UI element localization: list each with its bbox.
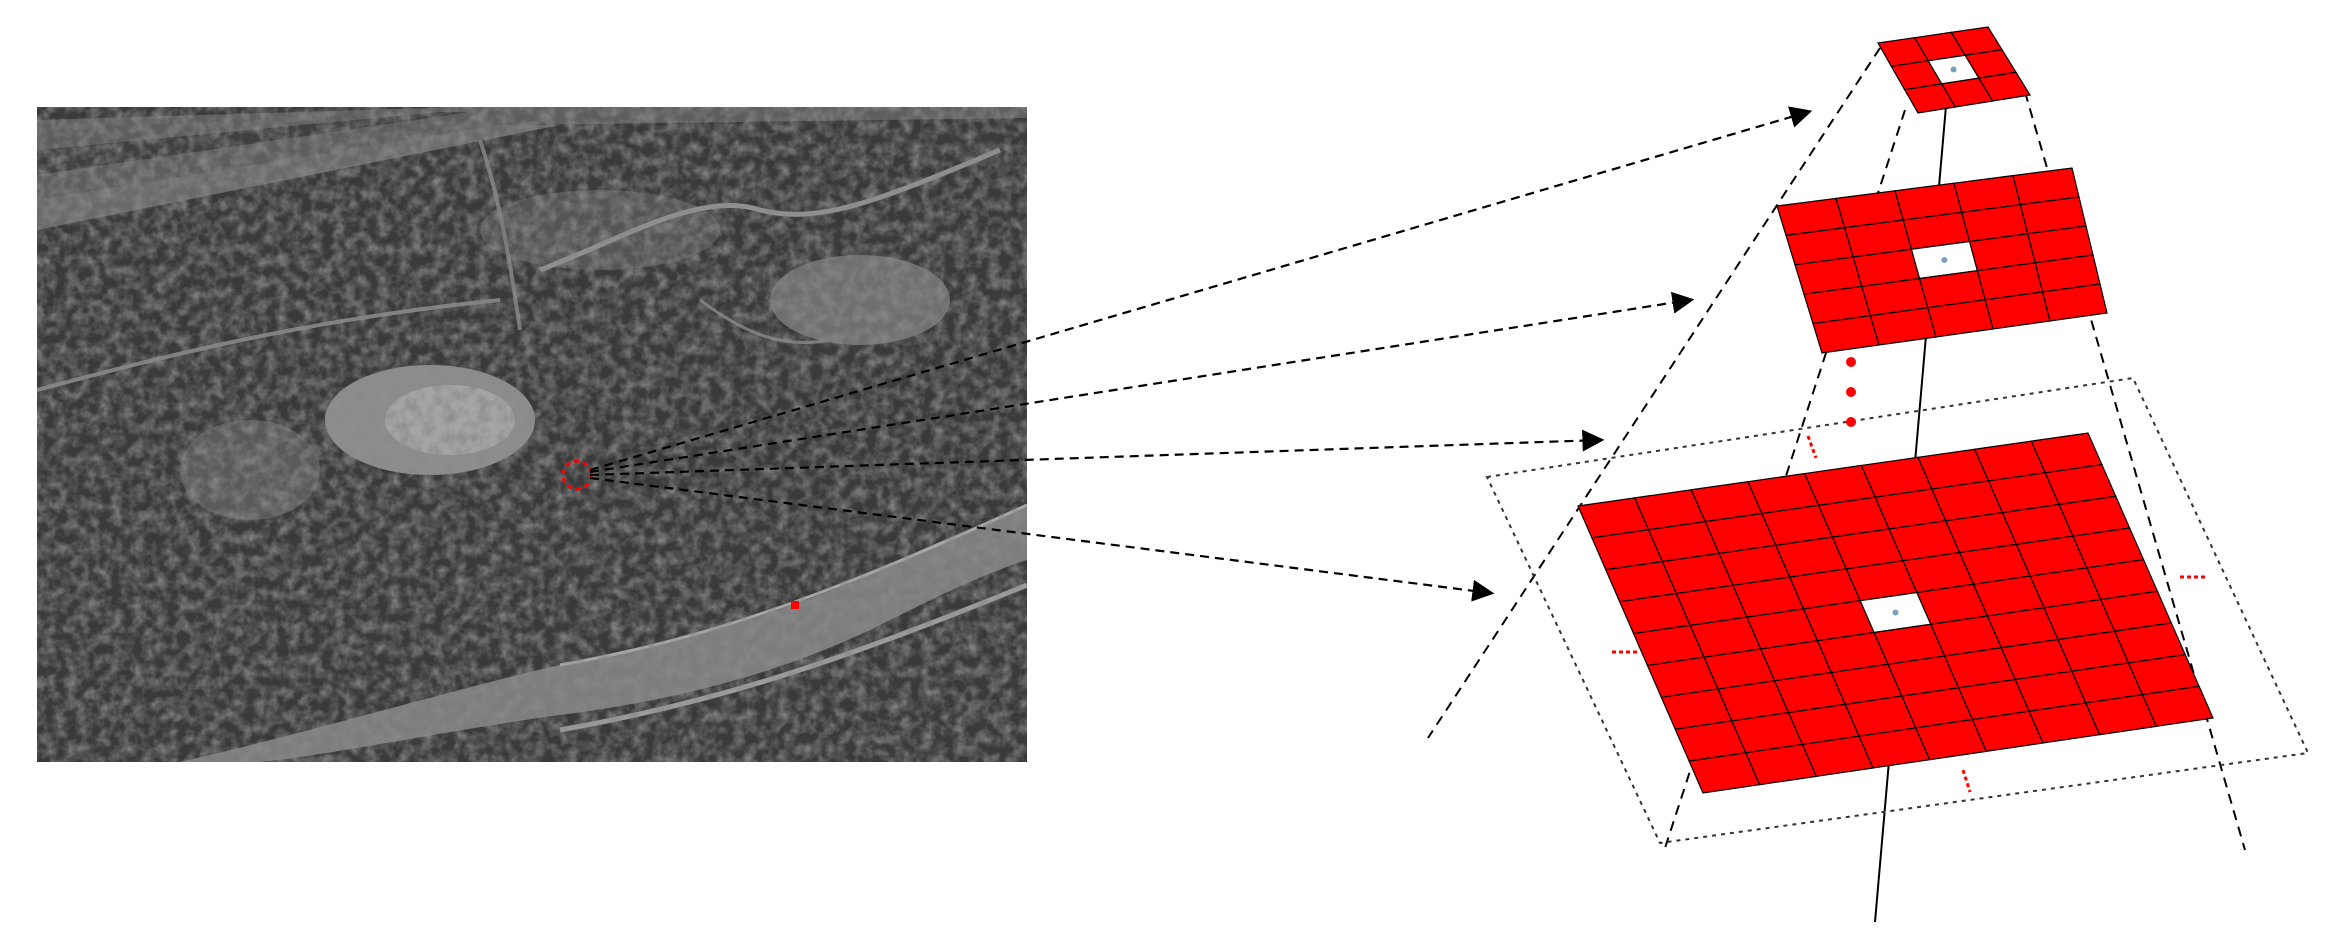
ellipsis-dot-3 (1846, 417, 1856, 427)
level-3-grid-cell (2141, 685, 2214, 727)
level-1-target-patch (1950, 66, 1957, 73)
pyramid-grids (1577, 26, 2214, 794)
level-2-target-patch (1941, 256, 1948, 263)
aerial-photo (37, 107, 1027, 762)
arrows (589, 106, 1813, 602)
arrow-to-level-3b (589, 476, 1495, 602)
ellipsis-dot-1 (1846, 357, 1856, 367)
level-3-window-outline (1485, 376, 2310, 845)
level-3-target-patch (1892, 609, 1899, 616)
arrow-to-level-1 (589, 106, 1813, 472)
level-1-grid-cell (1977, 71, 2031, 102)
ellipsis-dot-2 (1846, 387, 1856, 397)
tick-top (1806, 435, 1818, 459)
frustum-line-left (1427, 47, 1881, 739)
foliage-texture (37, 107, 1027, 762)
frustum-line-right (2024, 91, 2246, 851)
arrow-to-level-3a (589, 429, 1605, 477)
level-2-grid-cell (2041, 283, 2108, 322)
red-dot (791, 601, 799, 609)
outline-ticks (1612, 435, 2208, 793)
tick-bottom (1961, 769, 1972, 793)
ellipsis-dots (1846, 357, 1856, 427)
arrow-to-level-2 (589, 291, 1695, 474)
